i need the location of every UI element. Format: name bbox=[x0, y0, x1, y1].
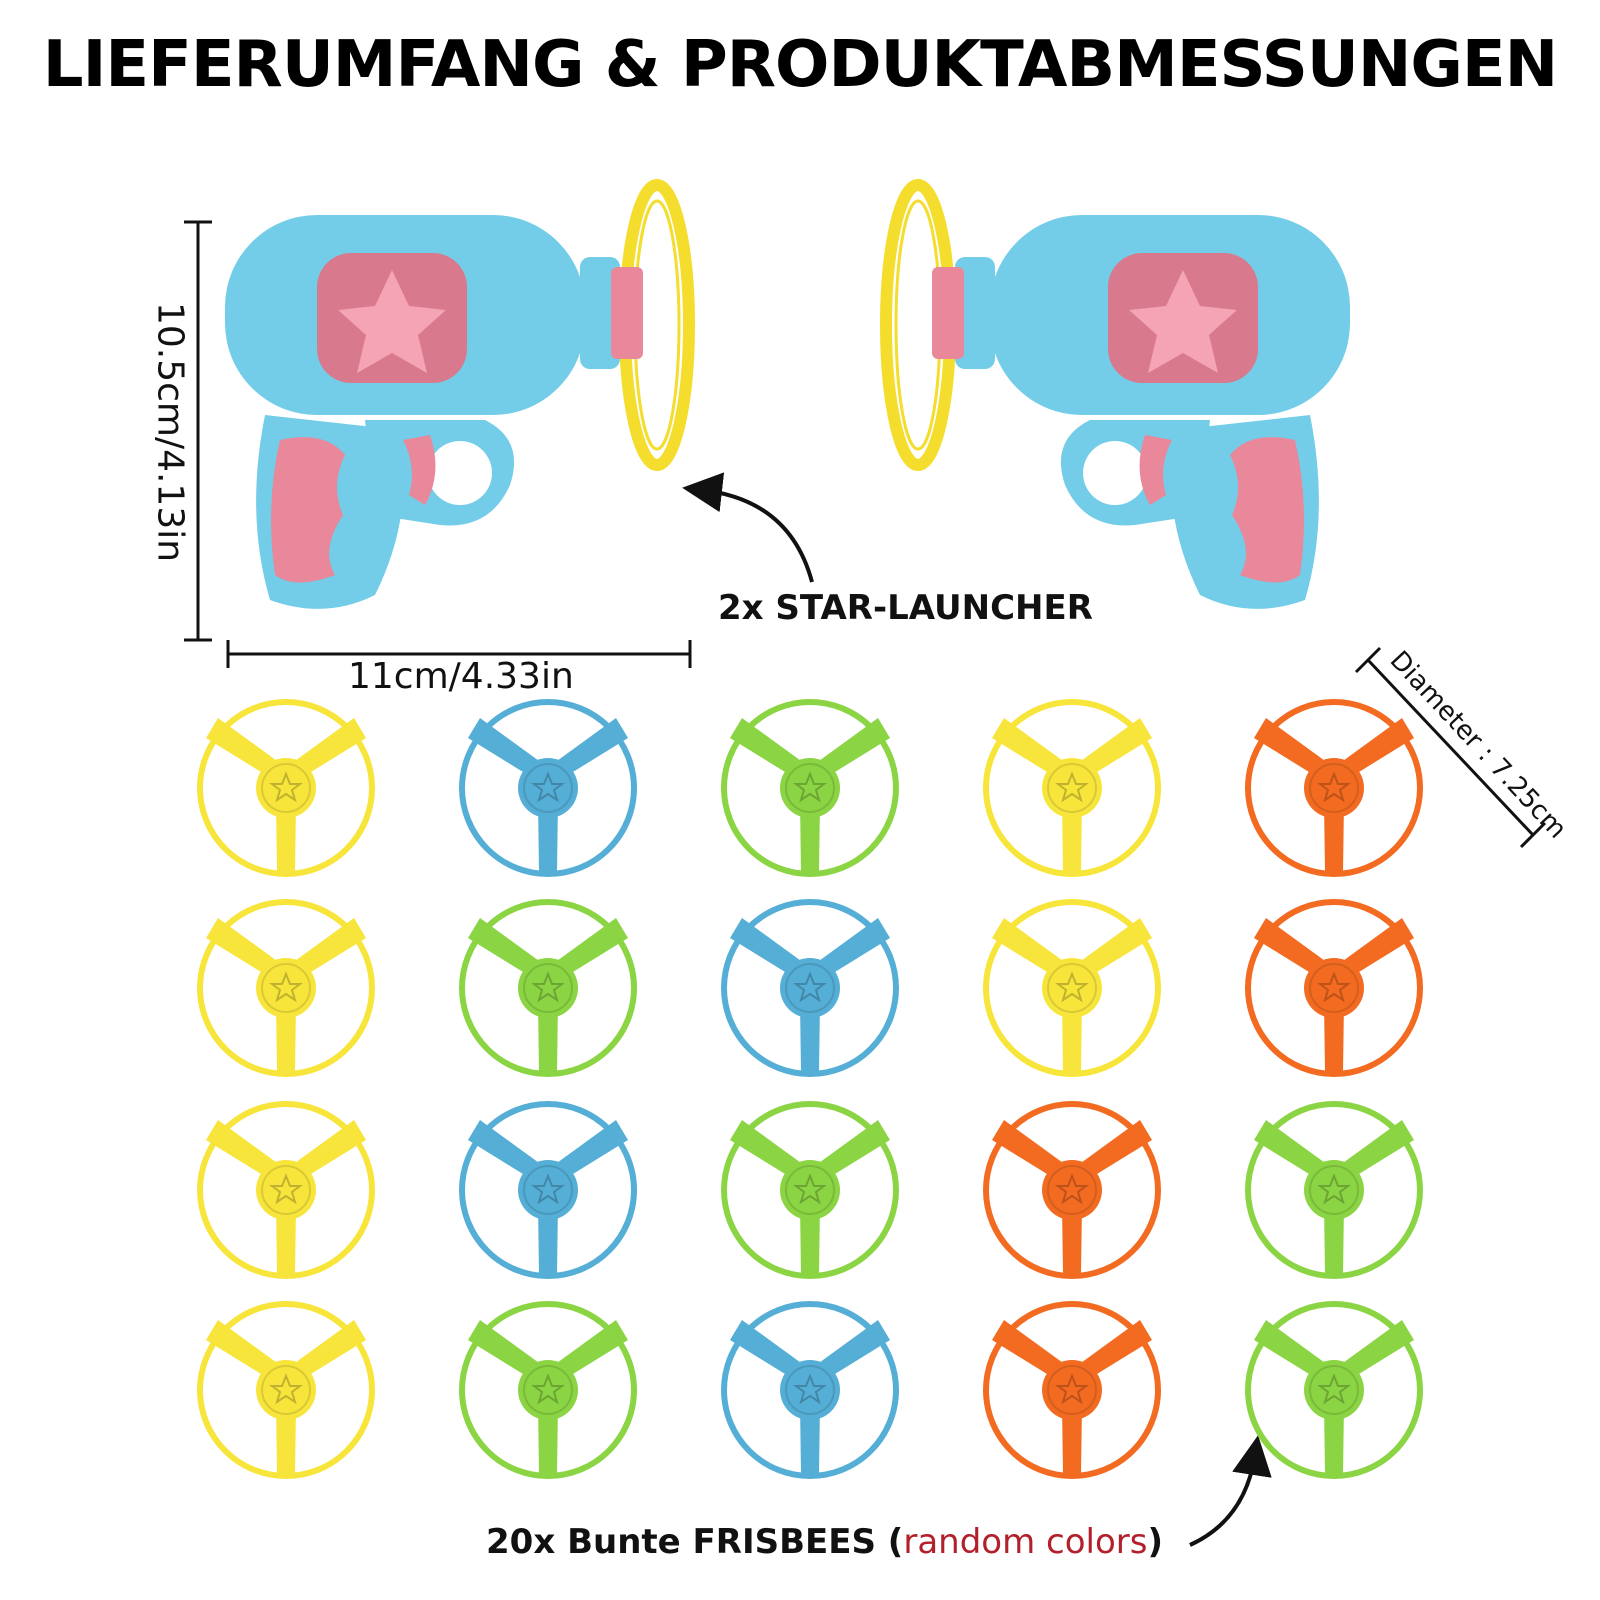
frisbee-blue bbox=[459, 699, 637, 877]
page-title: LIEFERUMFANG & PRODUKTABMESSUNGEN bbox=[42, 28, 1558, 102]
frisbees-label-accent: random colors bbox=[903, 1522, 1148, 1562]
launcher-width-label: 11cm/4.33in bbox=[348, 656, 574, 697]
frisbee-yellow bbox=[197, 699, 375, 877]
frisbee-yellow bbox=[197, 1301, 375, 1479]
launcher-label: 2x STAR-LAUNCHER bbox=[718, 588, 1093, 628]
frisbee-arrow bbox=[1189, 1435, 1272, 1547]
frisbee-yellow bbox=[983, 899, 1161, 1077]
frisbee-orange bbox=[983, 1301, 1161, 1479]
frisbee-blue bbox=[721, 1301, 899, 1479]
frisbee-green bbox=[721, 1101, 899, 1279]
frisbees-label-prefix: 20x Bunte FRISBEES ( bbox=[486, 1522, 904, 1562]
frisbee-yellow bbox=[983, 699, 1161, 877]
height-dimension-line bbox=[184, 220, 212, 642]
diameter-dimension-line bbox=[1354, 646, 1547, 849]
launcher-arrow bbox=[682, 472, 814, 583]
frisbee-yellow bbox=[197, 1101, 375, 1279]
frisbee-grid bbox=[197, 699, 1423, 1479]
frisbees-label-suffix: ) bbox=[1147, 1522, 1163, 1562]
star-launcher-left bbox=[225, 185, 689, 609]
frisbee-orange bbox=[1245, 699, 1423, 877]
frisbee-blue bbox=[459, 1101, 637, 1279]
frisbee-green bbox=[459, 1301, 637, 1479]
frisbee-green bbox=[721, 699, 899, 877]
frisbee-yellow bbox=[197, 899, 375, 1077]
frisbee-blue bbox=[721, 899, 899, 1077]
frisbees-label: 20x Bunte FRISBEES (random colors) bbox=[486, 1522, 1163, 1562]
frisbee-green bbox=[459, 899, 637, 1077]
star-launcher-right bbox=[886, 185, 1350, 609]
width-dimension-line bbox=[226, 640, 692, 668]
frisbee-orange bbox=[1245, 899, 1423, 1077]
frisbee-green bbox=[1245, 1101, 1423, 1279]
launcher-height-label: 10.5cm/4.13in bbox=[149, 301, 191, 563]
frisbee-green bbox=[1245, 1301, 1423, 1479]
frisbee-orange bbox=[983, 1101, 1161, 1279]
